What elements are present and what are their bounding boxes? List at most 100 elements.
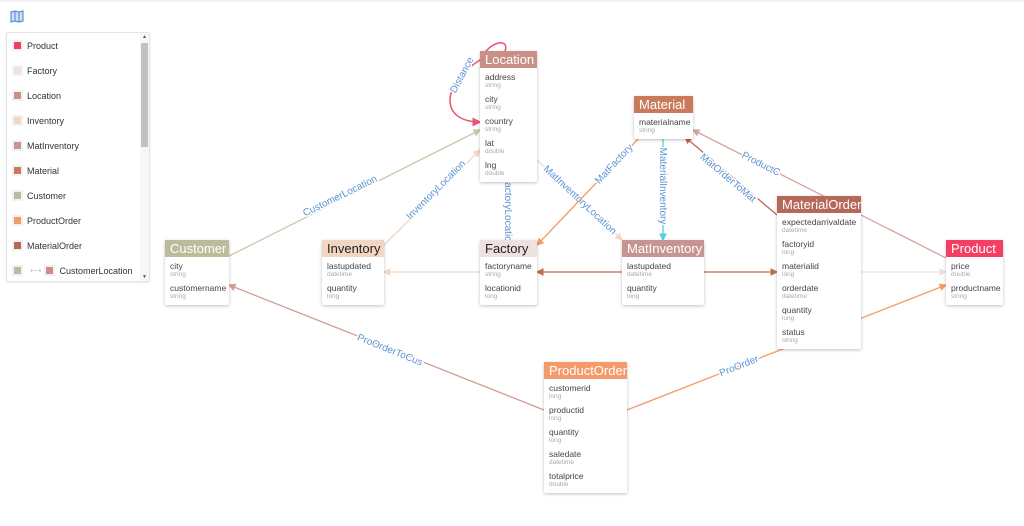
legend-item-product[interactable]: Product: [7, 33, 149, 58]
legend-item-location[interactable]: Location: [7, 83, 149, 108]
edge-label[interactable]: MatFactory: [592, 141, 637, 188]
legend-item-customerlocation[interactable]: ⟷CustomerLocation: [7, 258, 149, 281]
legend-label: Inventory: [27, 115, 65, 126]
legend-label: MaterialOrder: [27, 240, 83, 251]
legend-label: Material: [27, 165, 60, 176]
legend-label: MatInventory: [27, 140, 80, 151]
field-name: city: [170, 261, 183, 271]
legend-swatch: [12, 190, 23, 201]
field-name: price: [951, 261, 970, 271]
legend-item-customer[interactable]: Customer: [7, 183, 149, 208]
legend-item-productorder[interactable]: ProductOrder: [7, 208, 149, 233]
map-icon[interactable]: [10, 10, 24, 23]
legend-item-material[interactable]: Material: [7, 158, 149, 183]
edge-proordertocus[interactable]: [227, 283, 545, 411]
legend-swatch: [12, 215, 23, 226]
node-title: Inventory: [322, 240, 384, 257]
node-title: Product: [946, 240, 1003, 257]
edge-customerlocation[interactable]: [228, 129, 482, 257]
legend-item-materialorder[interactable]: MaterialOrder: [7, 233, 149, 258]
field-name: productname: [951, 283, 1001, 293]
field-name: lastupdated: [627, 261, 671, 271]
legend-label: Location: [27, 90, 62, 101]
field-name: lat: [485, 138, 494, 148]
field-name: materialid: [782, 261, 819, 271]
scrollbar-thumb[interactable]: [141, 43, 148, 147]
edge-label[interactable]: actoryLocatio: [501, 181, 515, 244]
field-type: long: [549, 393, 562, 400]
field-name: city: [485, 94, 498, 104]
edge-productc[interactable]: [691, 129, 947, 259]
field-type: double: [951, 271, 971, 278]
legend-swatch: [12, 265, 23, 276]
edge-label[interactable]: Distance: [447, 54, 478, 97]
field-type: string: [951, 293, 967, 300]
legend-label: CustomerLocation: [59, 265, 133, 276]
legend-swatch: [12, 40, 23, 51]
scroll-up-icon[interactable]: ▲: [142, 34, 147, 40]
field-type: string: [485, 126, 501, 133]
scroll-down-icon[interactable]: ▼: [142, 274, 147, 280]
edge-label[interactable]: ProOrder: [717, 352, 763, 381]
field-type: string: [170, 271, 186, 278]
node-title: MaterialOrder: [777, 196, 861, 213]
node-title: Material: [634, 96, 693, 113]
edge-inventorylocation[interactable]: [383, 149, 481, 246]
field-name: quantity: [327, 283, 357, 293]
field-type: long: [549, 415, 562, 422]
edge-label[interactable]: InventoryLocation: [403, 157, 470, 224]
top-bar: [0, 0, 1024, 2]
edge-label[interactable]: ProOrderToCus: [354, 331, 426, 370]
legend-item-factory[interactable]: Factory: [7, 58, 149, 83]
legend-swatch: [12, 115, 23, 126]
edge-label[interactable]: ProductC: [738, 149, 783, 181]
node-title: Location: [480, 51, 537, 68]
field-type: string: [485, 271, 501, 278]
edge-matfactory[interactable]: [536, 136, 641, 246]
legend-swatch: [12, 90, 23, 101]
field-type: long: [549, 437, 562, 444]
field-type: datetime: [782, 227, 807, 234]
edge-matordertomat[interactable]: [684, 136, 778, 216]
edge-label[interactable]: MaterialInventory: [656, 146, 670, 226]
field-type: string: [485, 104, 501, 111]
legend-scrollbar[interactable]: ▲ ▼: [140, 33, 149, 281]
field-type: double: [485, 170, 505, 177]
legend-item-matinventory[interactable]: MatInventory: [7, 133, 149, 158]
field-name: quantity: [549, 427, 579, 437]
field-name: lastupdated: [327, 261, 371, 271]
edge-distance[interactable]: [449, 42, 507, 127]
field-name: status: [782, 327, 805, 337]
legend-label: Customer: [27, 190, 67, 201]
field-name: factoryid: [782, 239, 815, 249]
field-name: totalprice: [549, 471, 584, 481]
legend-label: Product: [27, 40, 59, 51]
legend-item-inventory[interactable]: Inventory: [7, 108, 149, 133]
legend-label: Factory: [27, 65, 58, 76]
node-title: MatInventory: [622, 240, 704, 257]
edge-label[interactable]: CustomerLocation: [300, 172, 381, 220]
field-name: orderdate: [782, 283, 819, 293]
field-type: long: [782, 249, 795, 256]
